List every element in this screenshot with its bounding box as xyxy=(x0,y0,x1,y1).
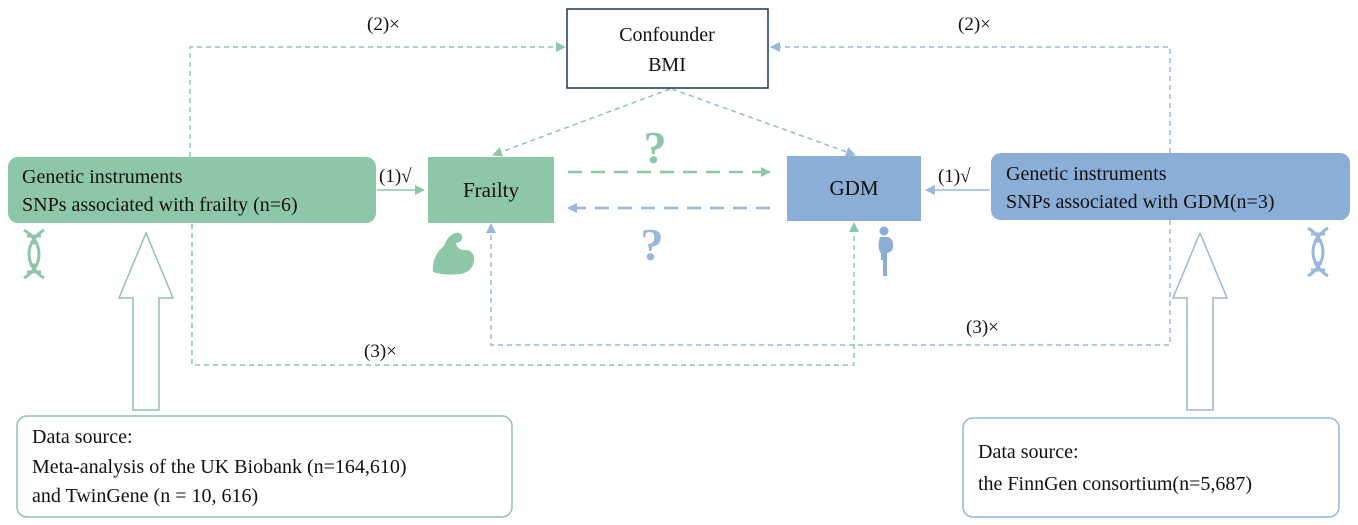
frailty-data-source-title: Data source: xyxy=(32,426,133,448)
pregnant-woman-icon xyxy=(878,226,894,276)
frailty-to-gdm-question-mark: ? xyxy=(644,122,667,173)
muscle-arm-icon xyxy=(432,232,475,275)
gdm-to-frailty-question-mark: ? xyxy=(641,219,664,270)
gdm-label: GDM xyxy=(829,176,878,200)
gdm-instruments-title: Genetic instruments xyxy=(1006,163,1167,185)
frailty-label: Frailty xyxy=(463,178,519,202)
blue-path-to-confounder xyxy=(770,42,1171,153)
frailty-independence-label: (2)× xyxy=(367,14,400,35)
frailty-exclusion-label: (3)× xyxy=(364,341,397,362)
gdm-box xyxy=(787,156,921,221)
gdm-independence-label: (2)× xyxy=(958,14,991,35)
confounder-bmi-label: BMI xyxy=(648,54,686,76)
frailty-instruments-title: Genetic instruments xyxy=(22,166,183,188)
gdm-instruments-box xyxy=(991,153,1350,220)
gdm-data-arrow xyxy=(1171,231,1229,411)
frailty-instruments-box xyxy=(8,157,376,223)
green-path-to-confounder xyxy=(189,42,566,157)
frailty-box xyxy=(428,157,554,223)
dna-icon xyxy=(1307,226,1329,278)
frailty-instruments-snps: SNPs associated with frailty (n=6) xyxy=(22,194,298,216)
frailty-relevance-label: (1)√ xyxy=(379,166,412,187)
blue-path-bypass-to-frailty xyxy=(486,220,1171,346)
gdm-data-source-finngen: the FinnGen consortium(n=5,687) xyxy=(978,473,1252,495)
gdm-exclusion-label: (3)× xyxy=(966,317,999,338)
green-path-bypass-to-gdm xyxy=(191,222,859,366)
frailty-data-arrow xyxy=(117,231,175,411)
gdm-instruments-snps: SNPs associated with GDM(n=3) xyxy=(1006,191,1275,213)
confounder-label: Confounder xyxy=(619,24,715,46)
frailty-data-source-meta: Meta-analysis of the UK Biobank (n=164,6… xyxy=(32,456,407,478)
confounder-to-frailty-arrow xyxy=(492,88,671,157)
confounder-to-gdm-arrow xyxy=(671,88,856,157)
gdm-data-source-title: Data source: xyxy=(978,441,1079,463)
dna-icon xyxy=(23,228,45,280)
confounder-box xyxy=(566,8,769,89)
frailty-data-source-box xyxy=(16,415,513,518)
frailty-data-source-twingene: and TwinGene (n = 10, 616) xyxy=(32,485,258,507)
gdm-data-source-box xyxy=(962,417,1340,518)
gdm-relevance-label: (1)√ xyxy=(938,166,971,187)
